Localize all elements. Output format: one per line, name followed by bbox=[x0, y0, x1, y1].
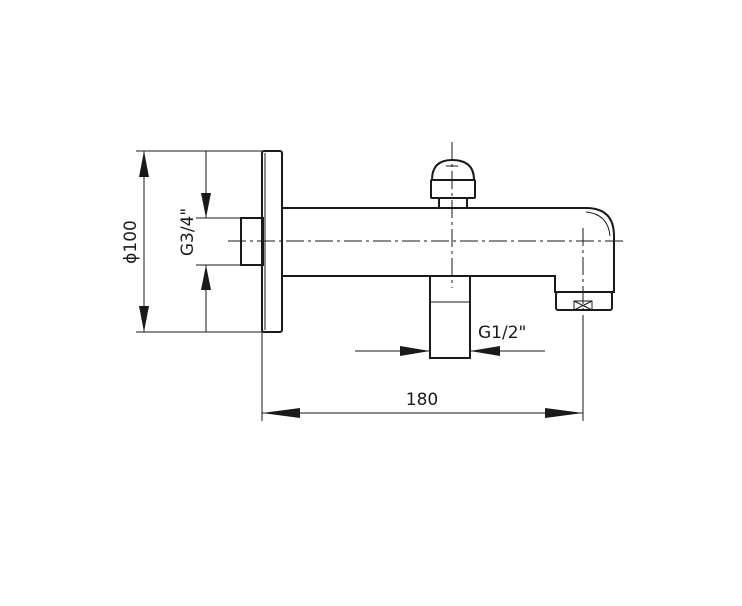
outlet-aerator bbox=[555, 291, 613, 311]
diverter-knob bbox=[430, 158, 476, 209]
flange-diameter-label: ϕ100 bbox=[121, 220, 141, 264]
spout-body bbox=[282, 207, 615, 293]
length-label: 180 bbox=[406, 390, 438, 410]
dimension-length: 180 bbox=[261, 320, 584, 421]
dimension-diverter-thread: G1/2" bbox=[355, 323, 545, 356]
dimension-inlet-thread: G3/4" bbox=[178, 151, 241, 332]
diverter-pipe bbox=[429, 275, 471, 359]
dimension-flange-diameter: ϕ100 bbox=[121, 150, 262, 333]
center-lines bbox=[228, 142, 625, 320]
diverter-thread-label: G1/2" bbox=[478, 323, 526, 343]
inlet-thread-label: G3/4" bbox=[178, 208, 198, 256]
